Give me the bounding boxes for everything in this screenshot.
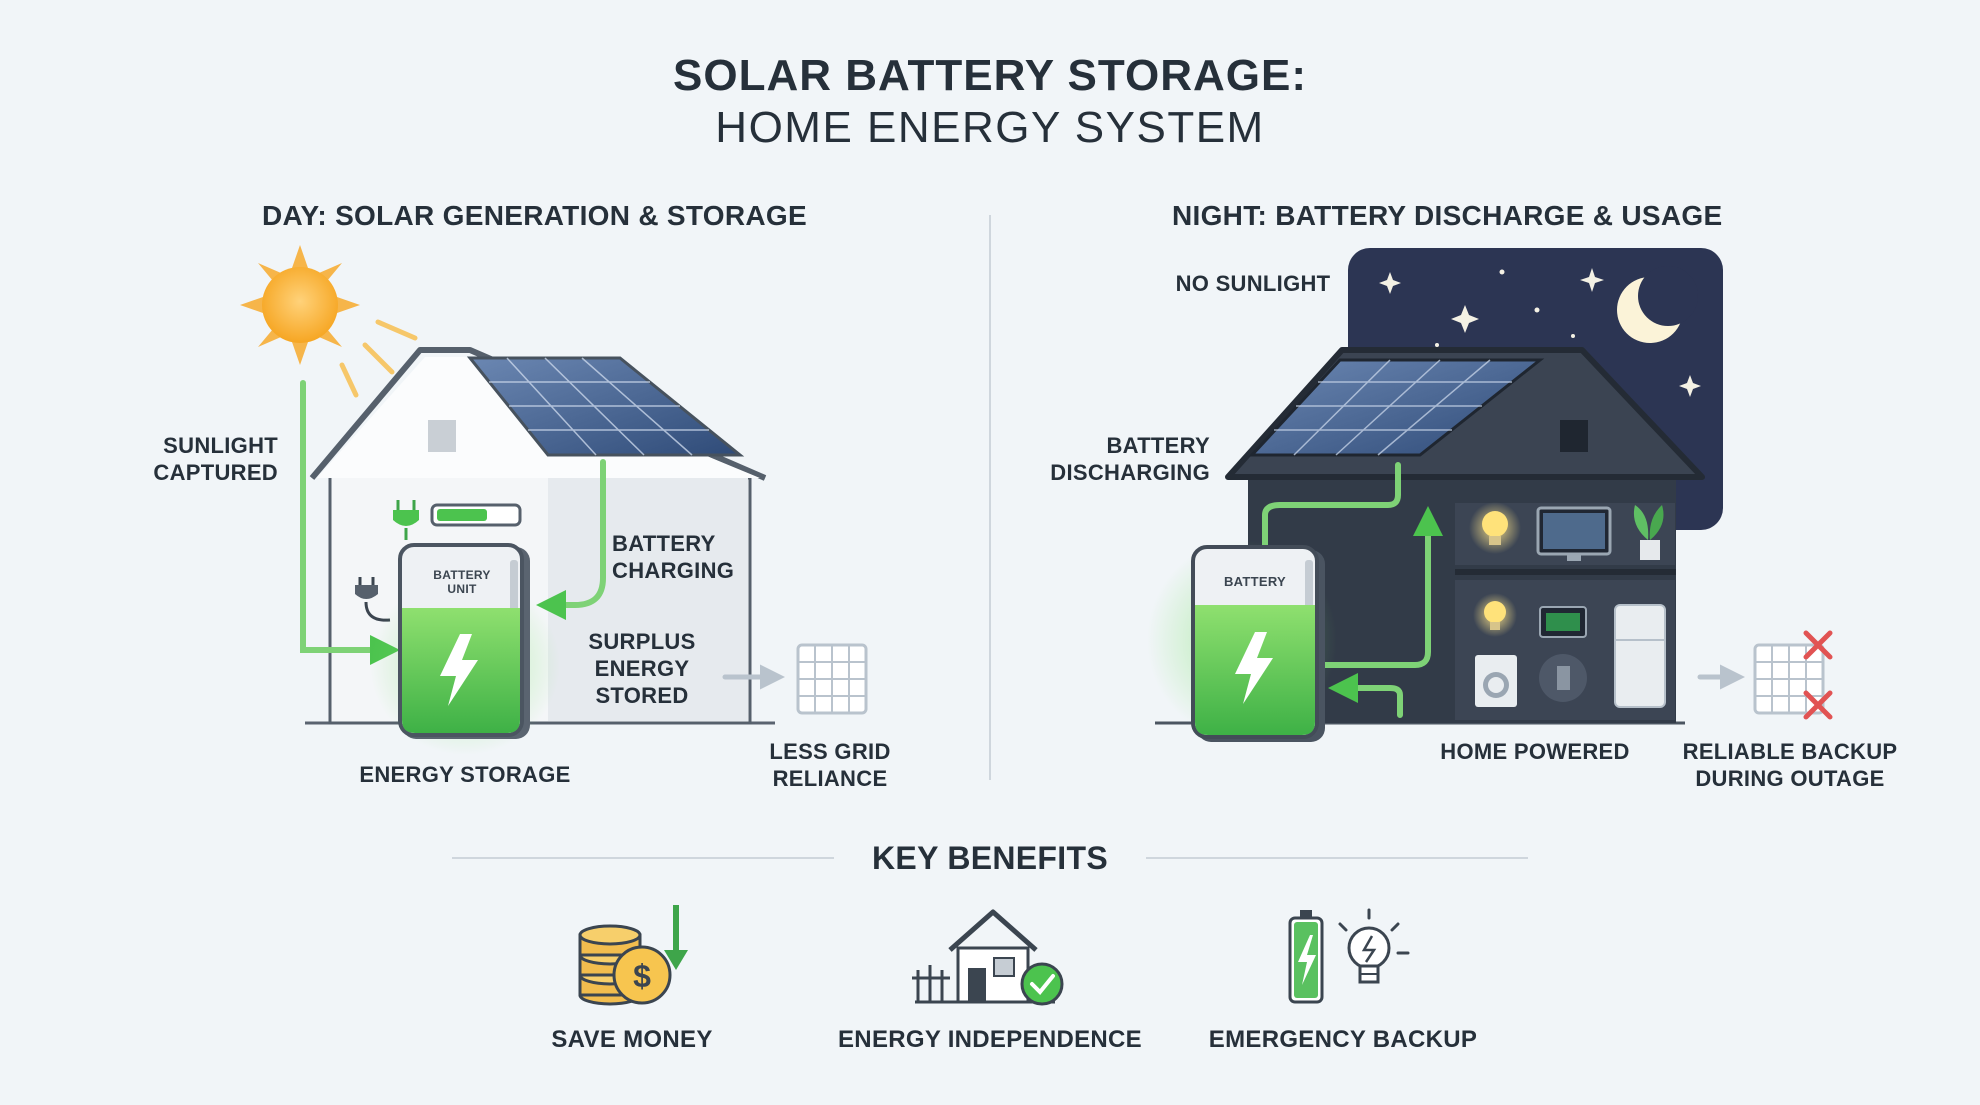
sunlight-flow-arrow bbox=[300, 380, 400, 665]
coins-dollar-icon: $ bbox=[578, 905, 688, 1006]
surplus-energy-label: SURPLUS ENERGY STORED bbox=[588, 629, 696, 708]
night-battery-label: BATTERY bbox=[1223, 574, 1287, 589]
coffee-machine-icon bbox=[1539, 654, 1587, 702]
plant-icon bbox=[1633, 505, 1664, 560]
night-scene bbox=[1147, 248, 1833, 742]
washing-machine-icon bbox=[1475, 655, 1517, 707]
discharge-flow-line bbox=[1262, 462, 1401, 551]
grid-icon bbox=[796, 643, 868, 715]
title-line-2: HOME ENERGY SYSTEM bbox=[715, 103, 1265, 152]
home-power-arrow bbox=[1319, 506, 1443, 668]
benefit-save-money: SAVE MONEY bbox=[551, 1026, 713, 1053]
day-battery-unit-label: BATTERY UNIT bbox=[433, 568, 491, 596]
benefit-emergency-backup: EMERGENCY BACKUP bbox=[1208, 1026, 1478, 1053]
day-battery-unit bbox=[370, 543, 560, 755]
charging-flow-arrow bbox=[536, 459, 606, 620]
charge-level-bar bbox=[430, 503, 522, 527]
no-sunlight-label: NO SUNLIGHT bbox=[1175, 271, 1331, 296]
battery-bulb-icon bbox=[1288, 908, 1410, 1004]
page-title: SOLAR BATTERY STORAGE: HOME ENERGY SYSTE… bbox=[0, 50, 1980, 154]
night-solar-panel bbox=[1248, 358, 1545, 457]
battery-discharging-label: BATTERY DISCHARGING bbox=[1050, 433, 1210, 485]
appliance-power-arrow bbox=[1328, 673, 1403, 718]
outage-x-icon bbox=[1803, 630, 1833, 720]
reliable-backup-label: RELIABLE BACKUP DURING OUTAGE bbox=[1682, 739, 1898, 791]
plug-icon bbox=[393, 500, 419, 540]
day-solar-panel bbox=[466, 356, 745, 457]
title-line-1: SOLAR BATTERY STORAGE: bbox=[673, 51, 1307, 100]
television-icon bbox=[1536, 506, 1612, 561]
energy-storage-label: ENERGY STORAGE bbox=[359, 762, 571, 787]
day-heading: DAY: SOLAR GENERATION & STORAGE bbox=[262, 200, 807, 231]
light-bulb-icon bbox=[1469, 502, 1521, 554]
house-check-icon bbox=[912, 909, 1064, 1006]
less-grid-reliance-label: LESS GRID RELIANCE bbox=[769, 739, 891, 791]
sunlight-captured-label: SUNLIGHT CAPTURED bbox=[153, 433, 278, 485]
key-benefits-heading: KEY BENEFITS bbox=[872, 840, 1108, 876]
svg-text:$: $ bbox=[633, 958, 651, 994]
moon-icon bbox=[1617, 266, 1698, 343]
benefit-energy-independence: ENERGY INDEPENDENCE bbox=[838, 1026, 1142, 1053]
day-scene bbox=[240, 245, 868, 755]
refrigerator-icon bbox=[1614, 604, 1666, 708]
night-battery-unit bbox=[1147, 540, 1337, 742]
thermostat-icon bbox=[1539, 606, 1587, 638]
light-bulb-icon-2 bbox=[1473, 593, 1517, 637]
battery-charging-label: BATTERY CHARGING bbox=[612, 531, 735, 583]
sun-icon bbox=[240, 245, 418, 398]
home-powered-label: HOME POWERED bbox=[1440, 739, 1630, 764]
stars bbox=[1379, 268, 1701, 397]
night-heading: NIGHT: BATTERY DISCHARGE & USAGE bbox=[1172, 200, 1723, 231]
